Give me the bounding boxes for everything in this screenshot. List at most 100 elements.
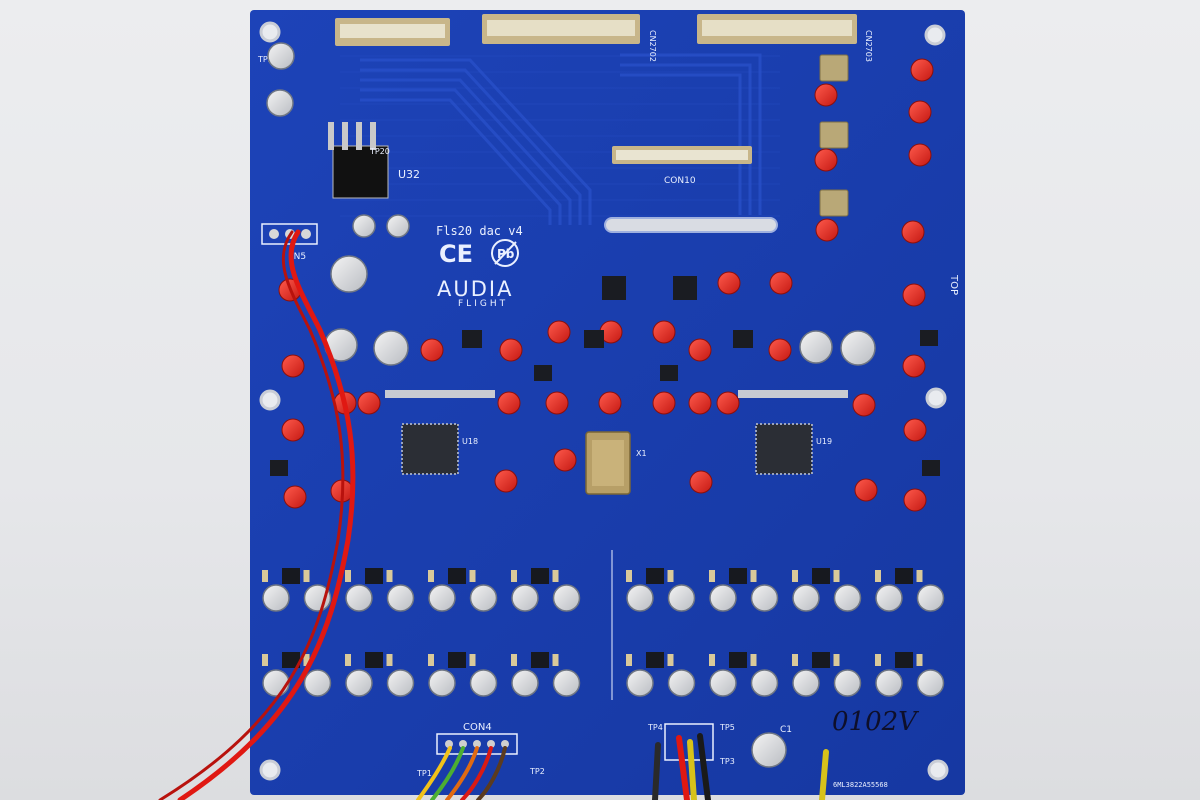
smd-resistor [552, 570, 559, 582]
label-tp2: TP2 [529, 767, 545, 776]
output-cap [709, 584, 737, 612]
brand-bottom: FLIGHT [458, 299, 508, 309]
output-cap [667, 669, 696, 697]
opamp-chip [895, 568, 913, 584]
smd-resistor [345, 570, 351, 582]
output-cap [875, 584, 903, 612]
smd-resistor [709, 654, 715, 666]
red-power-wire [158, 229, 356, 800]
opamp-chip [531, 652, 549, 668]
output-cap [511, 584, 539, 612]
smd-resistor [792, 570, 798, 582]
top-label: TOP [948, 274, 959, 295]
smd-resistor [511, 570, 517, 582]
output-cap [916, 584, 945, 612]
label-x1: X1 [636, 449, 647, 458]
output-stage [262, 550, 945, 700]
label-tp22: TP22 [257, 55, 278, 64]
label-tp1: TP1 [416, 769, 432, 778]
output-cap [792, 584, 820, 612]
output-cap [552, 584, 581, 612]
smd-resistor [386, 570, 393, 582]
trace-bundle [360, 53, 762, 225]
opamp-chip [646, 652, 664, 668]
conn-mid-label: CON10 [664, 176, 696, 186]
smd-resistor [469, 654, 476, 666]
smd-resistor [916, 654, 923, 666]
output-cap [833, 669, 862, 697]
smd-resistor [667, 654, 674, 666]
output-cap [386, 669, 415, 697]
label-tp20: TP20 [369, 147, 390, 156]
label-tp3: TP3 [719, 757, 735, 766]
smd-resistor [552, 654, 559, 666]
serial-number: 6ML3822A55568 [833, 781, 888, 789]
pb-free-icon: Pb [491, 239, 519, 267]
opamp-chip [812, 652, 830, 668]
smd-resistor [626, 654, 632, 666]
opamp-chip [729, 652, 747, 668]
handwritten-mark: 0102V [832, 707, 919, 737]
output-cap [792, 669, 820, 697]
output-cap [511, 669, 539, 697]
smd-resistor [875, 654, 881, 666]
smd-resistor [303, 570, 310, 582]
smd-resistor [626, 570, 632, 582]
output-cap [469, 669, 498, 697]
output-wires [652, 733, 829, 800]
electrolytic-caps-silver [266, 42, 876, 768]
opamp-chip [448, 652, 466, 668]
opamp-chip [282, 568, 300, 584]
opamp-chip [895, 652, 913, 668]
main-oscillator-x1 [585, 431, 631, 495]
smd-resistor [667, 570, 674, 582]
ffc-connector-mid [612, 146, 752, 164]
smd-resistor [345, 654, 351, 666]
opamp-chip [646, 568, 664, 584]
electrolytic-caps-red [278, 58, 934, 512]
label-tp4: TP4 [647, 723, 663, 732]
smd-resistor [511, 654, 517, 666]
ffc-connector-top-left [335, 18, 450, 46]
label-u18: U18 [462, 437, 478, 446]
ffc-connector-top-mid [482, 14, 640, 44]
label-con4: CON4 [463, 722, 492, 733]
output-cap [833, 584, 862, 612]
conn-label-2702: CN2702 [648, 30, 657, 62]
audia-logo-icon: AUDIA FLIGHT [437, 277, 513, 309]
output-cap [262, 669, 290, 697]
output-cap [916, 669, 945, 697]
label-tp5: TP5 [719, 723, 735, 732]
pcb-trace-field [340, 50, 780, 220]
output-cap [626, 669, 654, 697]
smd-resistor [428, 654, 434, 666]
brand-top: AUDIA [437, 277, 513, 301]
smd-resistor [916, 570, 923, 582]
ffc-connector-top-right [697, 14, 857, 44]
output-cap [345, 584, 373, 612]
dac-chip-right [755, 423, 813, 475]
mounting-holes [259, 21, 949, 781]
smd-resistor [303, 654, 310, 666]
smd-resistor [833, 654, 840, 666]
smd-resistor [792, 654, 798, 666]
opamp-chip [448, 568, 466, 584]
regulator-u32 [328, 122, 389, 199]
smd-resistor [833, 570, 840, 582]
output-cap [345, 669, 373, 697]
smd-ics [270, 276, 940, 476]
output-cap [667, 584, 696, 612]
opamp-chip [812, 568, 830, 584]
smd-resistor [750, 570, 757, 582]
output-cap [709, 669, 737, 697]
smd-resistor [469, 570, 476, 582]
board-model-text: Fls20 dac v4 [436, 224, 523, 238]
output-cap [428, 584, 456, 612]
resistor-strips [385, 390, 848, 398]
conn-label-2703: CN2703 [864, 30, 873, 62]
bottom-harness-wires [416, 746, 507, 800]
board-slot [604, 217, 778, 233]
smd-resistor [262, 570, 268, 582]
output-cap [262, 584, 290, 612]
